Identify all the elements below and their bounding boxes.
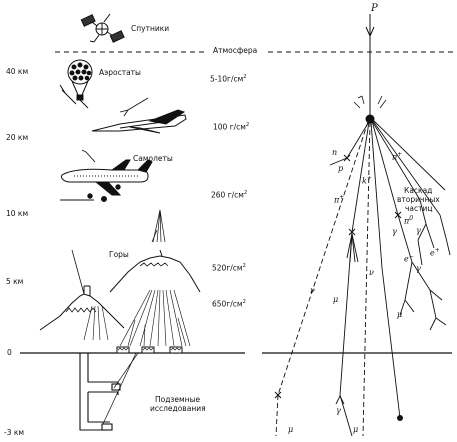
label-cascade-3: частиц	[405, 204, 433, 213]
balloon-tracks	[119, 97, 149, 117]
label-gamma-1: γ	[392, 227, 397, 236]
label-satellites: Спутники	[131, 24, 170, 33]
label-pion-top: π+	[392, 151, 403, 162]
label-underground-2: исследования	[150, 404, 206, 413]
label-mu-4: μ	[288, 425, 294, 434]
label-underground-1: Подземные	[155, 395, 201, 404]
concorde-icon	[91, 109, 187, 134]
depth-label-5: 650г/см2	[212, 299, 246, 309]
altitude-10km: 10 км	[6, 209, 29, 218]
mountain-shower-bottom	[83, 289, 191, 347]
secondary-tracks	[275, 119, 451, 437]
label-pion-left: π+	[334, 194, 345, 205]
underground-shaft	[79, 352, 139, 431]
label-nu-center: ν	[369, 268, 374, 277]
altitude-5km: 5 км	[6, 277, 24, 286]
label-balloons: Аэростаты	[99, 68, 141, 77]
label-mountains: Горы	[109, 250, 129, 259]
label-mu-2: μ	[397, 310, 403, 319]
depth-label-1: 5-10г/см2	[210, 74, 247, 84]
altitude-40km: 40 км	[6, 67, 29, 76]
ground-detectors	[116, 346, 183, 354]
muon-tip	[335, 394, 345, 405]
plane-tracks	[81, 149, 96, 163]
airliner-icon	[60, 159, 153, 202]
satellite-icon	[80, 13, 125, 43]
primary-particle-track	[365, 14, 375, 115]
label-cascade-1: Каскад	[404, 186, 433, 195]
decay-markers	[274, 154, 403, 421]
depth-label-3: 260 г/см2	[211, 190, 248, 200]
mountain-right	[109, 249, 201, 293]
label-electron-plus: e+	[430, 247, 440, 258]
label-nu-left: ν	[310, 286, 315, 295]
label-kaon: k+	[362, 175, 372, 186]
altitude-20km: 20 км	[6, 133, 29, 142]
label-mu-1: μ	[333, 295, 339, 304]
label-planes: Самолеты	[133, 154, 173, 163]
balloon-icon	[59, 59, 93, 109]
label-electron-minus: e−	[404, 253, 414, 264]
label-gamma-3: γ	[416, 264, 421, 273]
label-atmosphere: Атмосфера	[213, 46, 258, 55]
altitude-0: 0	[7, 348, 12, 357]
mountain-shower-top	[151, 209, 166, 243]
depth-label-2: 100 г/см2	[213, 122, 250, 132]
altitude-minus3km: -3 км	[4, 428, 25, 437]
depth-label-4: 520г/см2	[212, 263, 246, 273]
label-pion-zero: π0	[404, 215, 414, 226]
label-cascade-2: вторичных	[397, 195, 440, 204]
label-gamma-4: γ	[336, 406, 341, 415]
label-proton: p	[338, 164, 344, 173]
label-mu-3: μ	[353, 425, 359, 434]
label-primary-p: P	[371, 3, 378, 14]
label-gamma-2: γ	[416, 226, 421, 235]
label-neutron: n	[332, 148, 338, 157]
